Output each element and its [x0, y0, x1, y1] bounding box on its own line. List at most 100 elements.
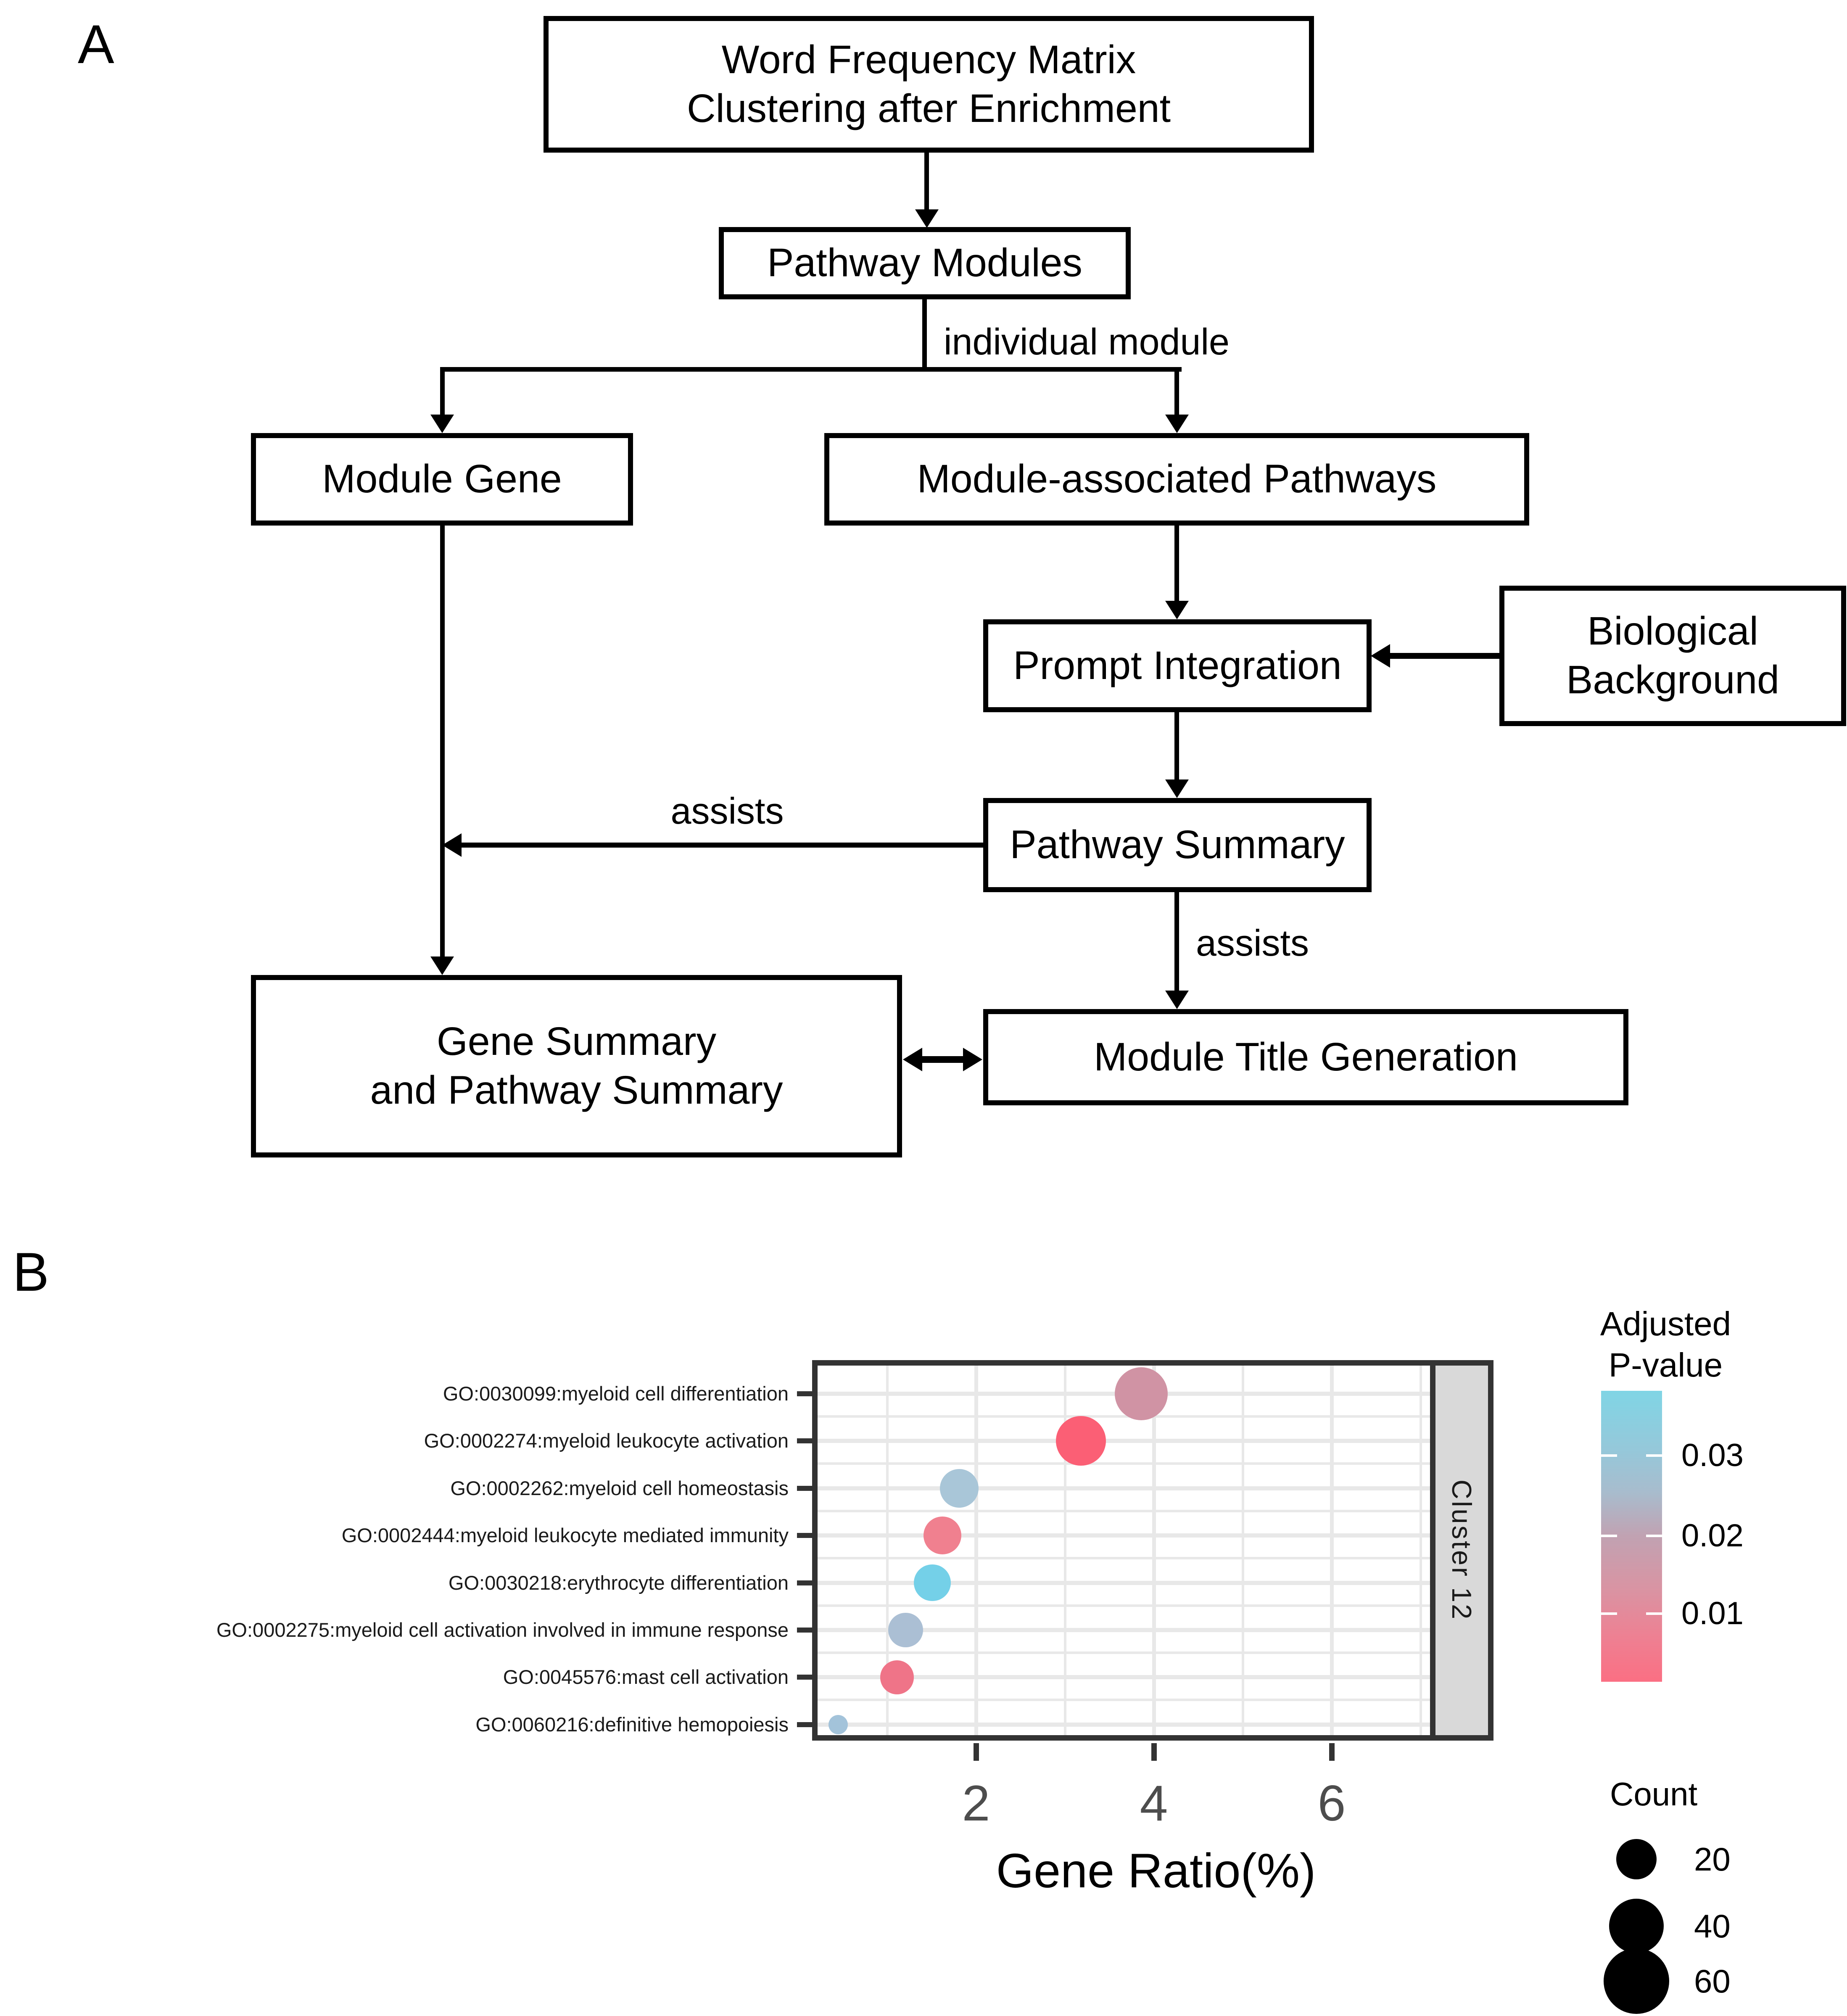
node-text: Word Frequency Matrix [721, 37, 1136, 82]
arrowhead-down-icon [915, 209, 939, 228]
facet-strip: Cluster 12 [1430, 1360, 1493, 1741]
y-axis-tick [797, 1391, 812, 1396]
node-module-gene: Module Gene [251, 433, 633, 526]
data-point-bubble [1056, 1416, 1106, 1466]
y-axis-tick [797, 1580, 812, 1585]
edge-label-assists-right: assists [1196, 922, 1309, 964]
node-text: Pathway Modules [767, 240, 1082, 285]
y-gridline-minor [818, 1557, 1430, 1560]
node-text: Module-associated Pathways [917, 457, 1437, 502]
y-gridline-major [818, 1486, 1430, 1490]
y-gridline-minor [818, 1415, 1430, 1418]
data-point-bubble [888, 1612, 924, 1648]
edge-line [924, 153, 929, 211]
data-point-bubble [880, 1660, 914, 1694]
y-gridline-major [818, 1580, 1430, 1585]
color-legend-title-line: Adjusted [1600, 1305, 1731, 1342]
y-gridline-major [818, 1722, 1430, 1727]
arrowhead-down-icon [430, 956, 454, 975]
colorbar-tick-label: 0.03 [1681, 1437, 1744, 1473]
node-text: Prompt Integration [1013, 643, 1342, 688]
x-axis-title: Gene Ratio(%) [996, 1844, 1316, 1898]
y-gridline-minor [818, 1604, 1430, 1607]
arrowhead-down-icon [430, 415, 454, 433]
colorbar-tick [1646, 1612, 1662, 1615]
y-axis-label: GO:0002274:myeloid leukocyte activation [424, 1429, 789, 1452]
arrowhead-left-icon [1371, 644, 1390, 668]
y-gridline-major [818, 1439, 1430, 1443]
x-gridline [1241, 1366, 1244, 1735]
arrowhead-right-icon [963, 1048, 982, 1071]
edge-label-assists-left: assists [670, 790, 784, 832]
arrowhead-down-icon [1165, 601, 1189, 619]
node-text: Clustering after Enrichment [686, 86, 1171, 131]
y-axis-label: GO:0002262:myeloid cell homeostasis [450, 1477, 789, 1499]
colorbar-tick [1601, 1454, 1617, 1457]
x-axis-tick [1329, 1743, 1335, 1761]
y-axis-tick [797, 1485, 812, 1491]
y-gridline-minor [818, 1509, 1430, 1512]
y-gridline-major [818, 1675, 1430, 1680]
data-point-bubble [923, 1517, 961, 1555]
y-axis-label: GO:0002275:myeloid cell activation invol… [216, 1619, 789, 1641]
node-pathway-summary: Pathway Summary [983, 798, 1372, 892]
edge-line [440, 367, 1182, 372]
y-gridline-major [818, 1533, 1430, 1538]
node-text: and Pathway Summary [370, 1068, 783, 1112]
x-gridline [1419, 1366, 1422, 1735]
node-prompt-integration: Prompt Integration [983, 619, 1372, 712]
node-text: Module Gene [322, 457, 562, 502]
node-text: Pathway Summary [1010, 822, 1345, 867]
edge-line [1174, 712, 1179, 781]
x-axis-tick [1151, 1743, 1157, 1761]
data-point-bubble [1115, 1367, 1168, 1421]
y-axis-label: GO:0030099:myeloid cell differentiation [443, 1382, 789, 1405]
plot-panel [812, 1360, 1435, 1741]
colorbar-tick [1646, 1535, 1662, 1537]
node-text: Gene Summary [436, 1019, 717, 1064]
edge-line [1174, 892, 1179, 992]
edge-line [922, 1056, 964, 1063]
data-point-bubble [939, 1469, 979, 1508]
x-axis-tick [974, 1743, 979, 1761]
size-legend-title: Count [1610, 1776, 1698, 1813]
y-axis-label: GO:0060216:definitive hemopoiesis [475, 1713, 789, 1736]
node-text: Biological [1587, 609, 1758, 654]
arrowhead-down-icon [1165, 779, 1189, 798]
x-axis-tick-label: 6 [1317, 1775, 1346, 1831]
node-text: Background [1566, 658, 1779, 702]
node-module-title-generation: Module Title Generation [983, 1009, 1628, 1105]
panel-b-label: B [13, 1241, 49, 1303]
panel-a-label: A [78, 13, 114, 75]
node-module-associated-pathways: Module-associated Pathways [824, 433, 1529, 526]
colorbar-tick [1601, 1612, 1617, 1615]
edge-line [1174, 367, 1179, 415]
y-gridline-minor [818, 1699, 1430, 1702]
data-point-bubble [829, 1715, 848, 1734]
x-axis-tick-label: 4 [1140, 1775, 1168, 1831]
y-axis-tick [797, 1438, 812, 1444]
y-axis-tick [797, 1675, 812, 1680]
colorbar-tick [1646, 1454, 1662, 1457]
edge-line [1389, 653, 1499, 659]
colorbar-tick [1601, 1535, 1617, 1537]
size-legend-value: 20 [1694, 1841, 1731, 1878]
colorbar-tick-label: 0.02 [1681, 1518, 1744, 1554]
arrowhead-down-icon [1165, 415, 1189, 433]
facet-strip-label: Cluster 12 [1446, 1480, 1477, 1621]
y-axis-tick [797, 1628, 812, 1633]
x-gridline [1063, 1366, 1066, 1735]
arrowhead-down-icon [1165, 991, 1189, 1009]
node-pathway-modules: Pathway Modules [719, 227, 1131, 299]
size-legend-circle [1616, 1839, 1657, 1880]
edge-line [1174, 526, 1179, 602]
y-gridline-minor [818, 1462, 1430, 1465]
edge-line [440, 526, 445, 958]
size-legend-circle [1603, 1948, 1670, 2014]
node-biological-background: Biological Background [1499, 586, 1846, 726]
y-gridline-minor [818, 1651, 1430, 1654]
x-gridline [1152, 1366, 1156, 1735]
size-legend-value: 60 [1694, 1963, 1731, 2000]
color-legend-title-line: P-value [1608, 1346, 1723, 1384]
